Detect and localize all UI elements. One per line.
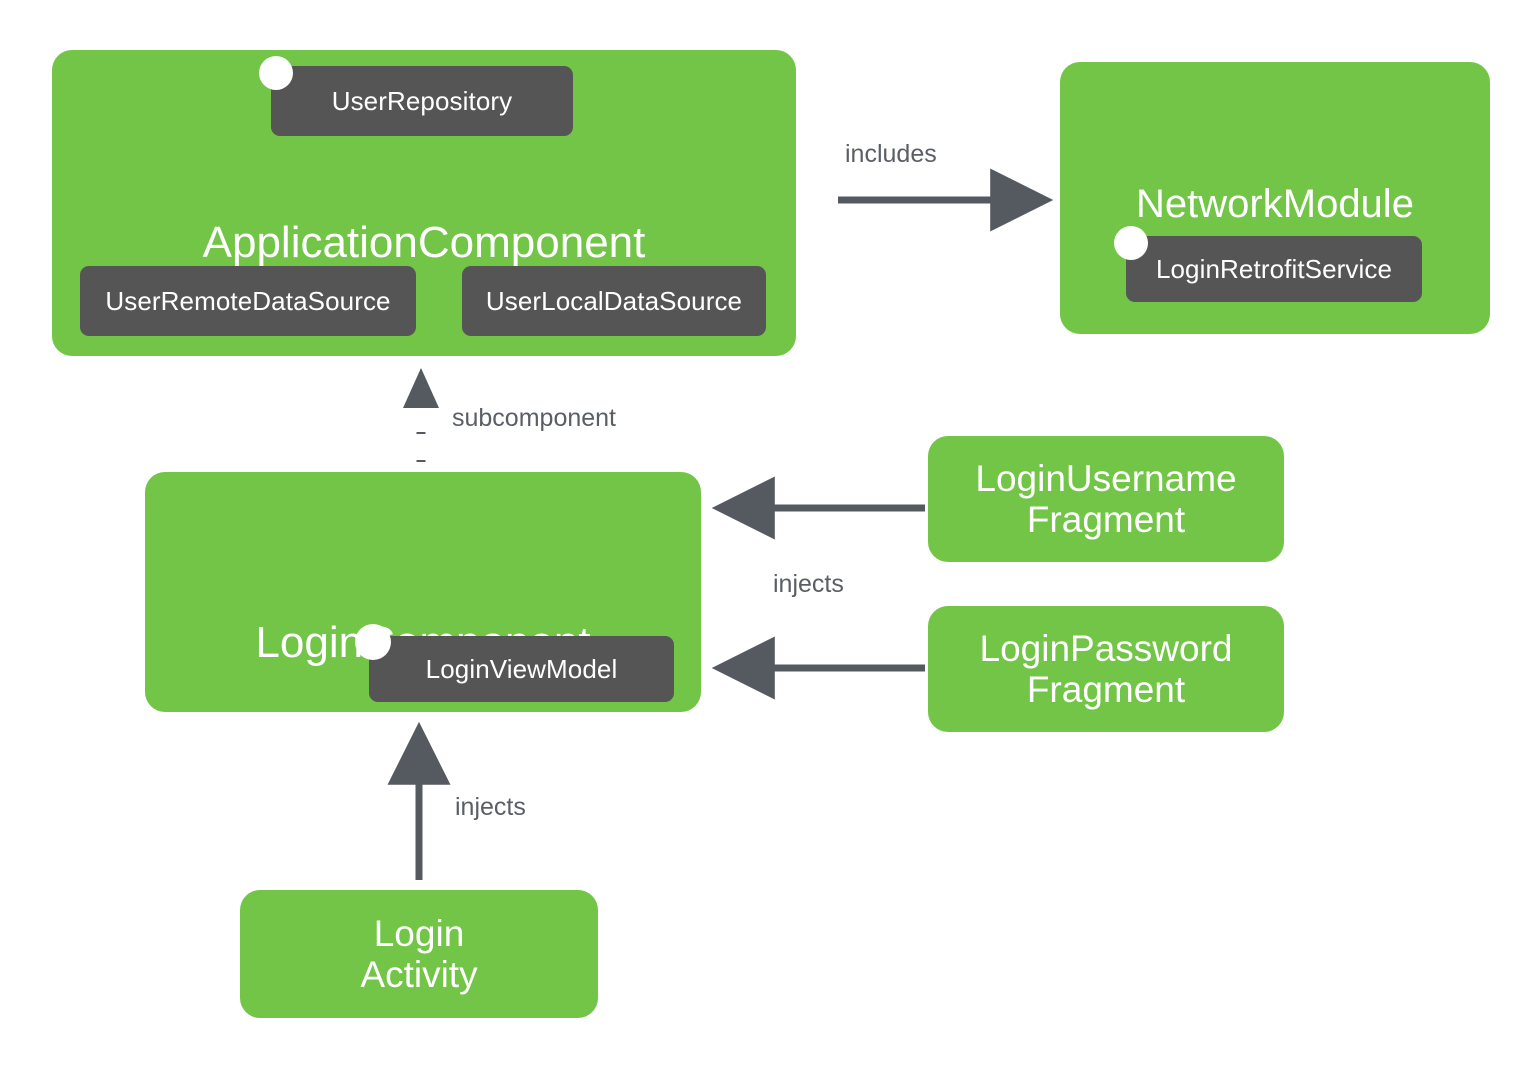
chip-login-retrofit-service[interactable]: LoginRetrofitService xyxy=(1114,226,1422,302)
node-network-module[interactable]: NetworkModule LoginRetrofitService xyxy=(1060,62,1490,334)
edge-label-includes: includes xyxy=(845,140,937,168)
socket-icon xyxy=(1114,226,1148,260)
node-login-activity[interactable]: Login Activity xyxy=(240,890,598,1018)
login-activity-title: Login Activity xyxy=(360,913,478,996)
socket-icon xyxy=(259,56,293,90)
chip-user-remote-data-source[interactable]: UserRemoteDataSource xyxy=(80,266,416,336)
edge-label-subcomponent: subcomponent xyxy=(452,404,617,432)
edge-label-injects-activity: injects xyxy=(455,793,526,821)
socket-icon xyxy=(355,624,391,660)
chip-user-remote-data-source-label: UserRemoteDataSource xyxy=(105,285,391,316)
chip-user-repository-label: UserRepository xyxy=(331,85,513,116)
login-password-fragment-title: LoginPassword Fragment xyxy=(979,628,1233,711)
node-login-username-fragment[interactable]: LoginUsername Fragment xyxy=(928,436,1284,562)
node-application-component[interactable]: ApplicationComponent UserRepository User… xyxy=(52,50,796,356)
edge-label-injects-fragments: injects xyxy=(773,570,844,598)
edge-subcomponent xyxy=(403,368,439,462)
chip-login-view-model-label: LoginViewModel xyxy=(425,653,618,684)
chip-login-view-model[interactable]: LoginViewModel xyxy=(355,624,674,702)
login-username-fragment-title: LoginUsername Fragment xyxy=(975,458,1237,541)
chip-login-retrofit-service-label: LoginRetrofitService xyxy=(1155,253,1393,284)
chip-user-local-data-source-label: UserLocalDataSource xyxy=(485,285,743,316)
application-component-title: ApplicationComponent xyxy=(202,218,646,267)
network-module-title: NetworkModule xyxy=(1136,182,1414,226)
node-login-component[interactable]: LoginComponent LoginViewModel xyxy=(145,472,701,712)
chip-user-repository[interactable]: UserRepository xyxy=(259,56,573,136)
chip-user-local-data-source[interactable]: UserLocalDataSource xyxy=(462,266,766,336)
node-login-password-fragment[interactable]: LoginPassword Fragment xyxy=(928,606,1284,732)
